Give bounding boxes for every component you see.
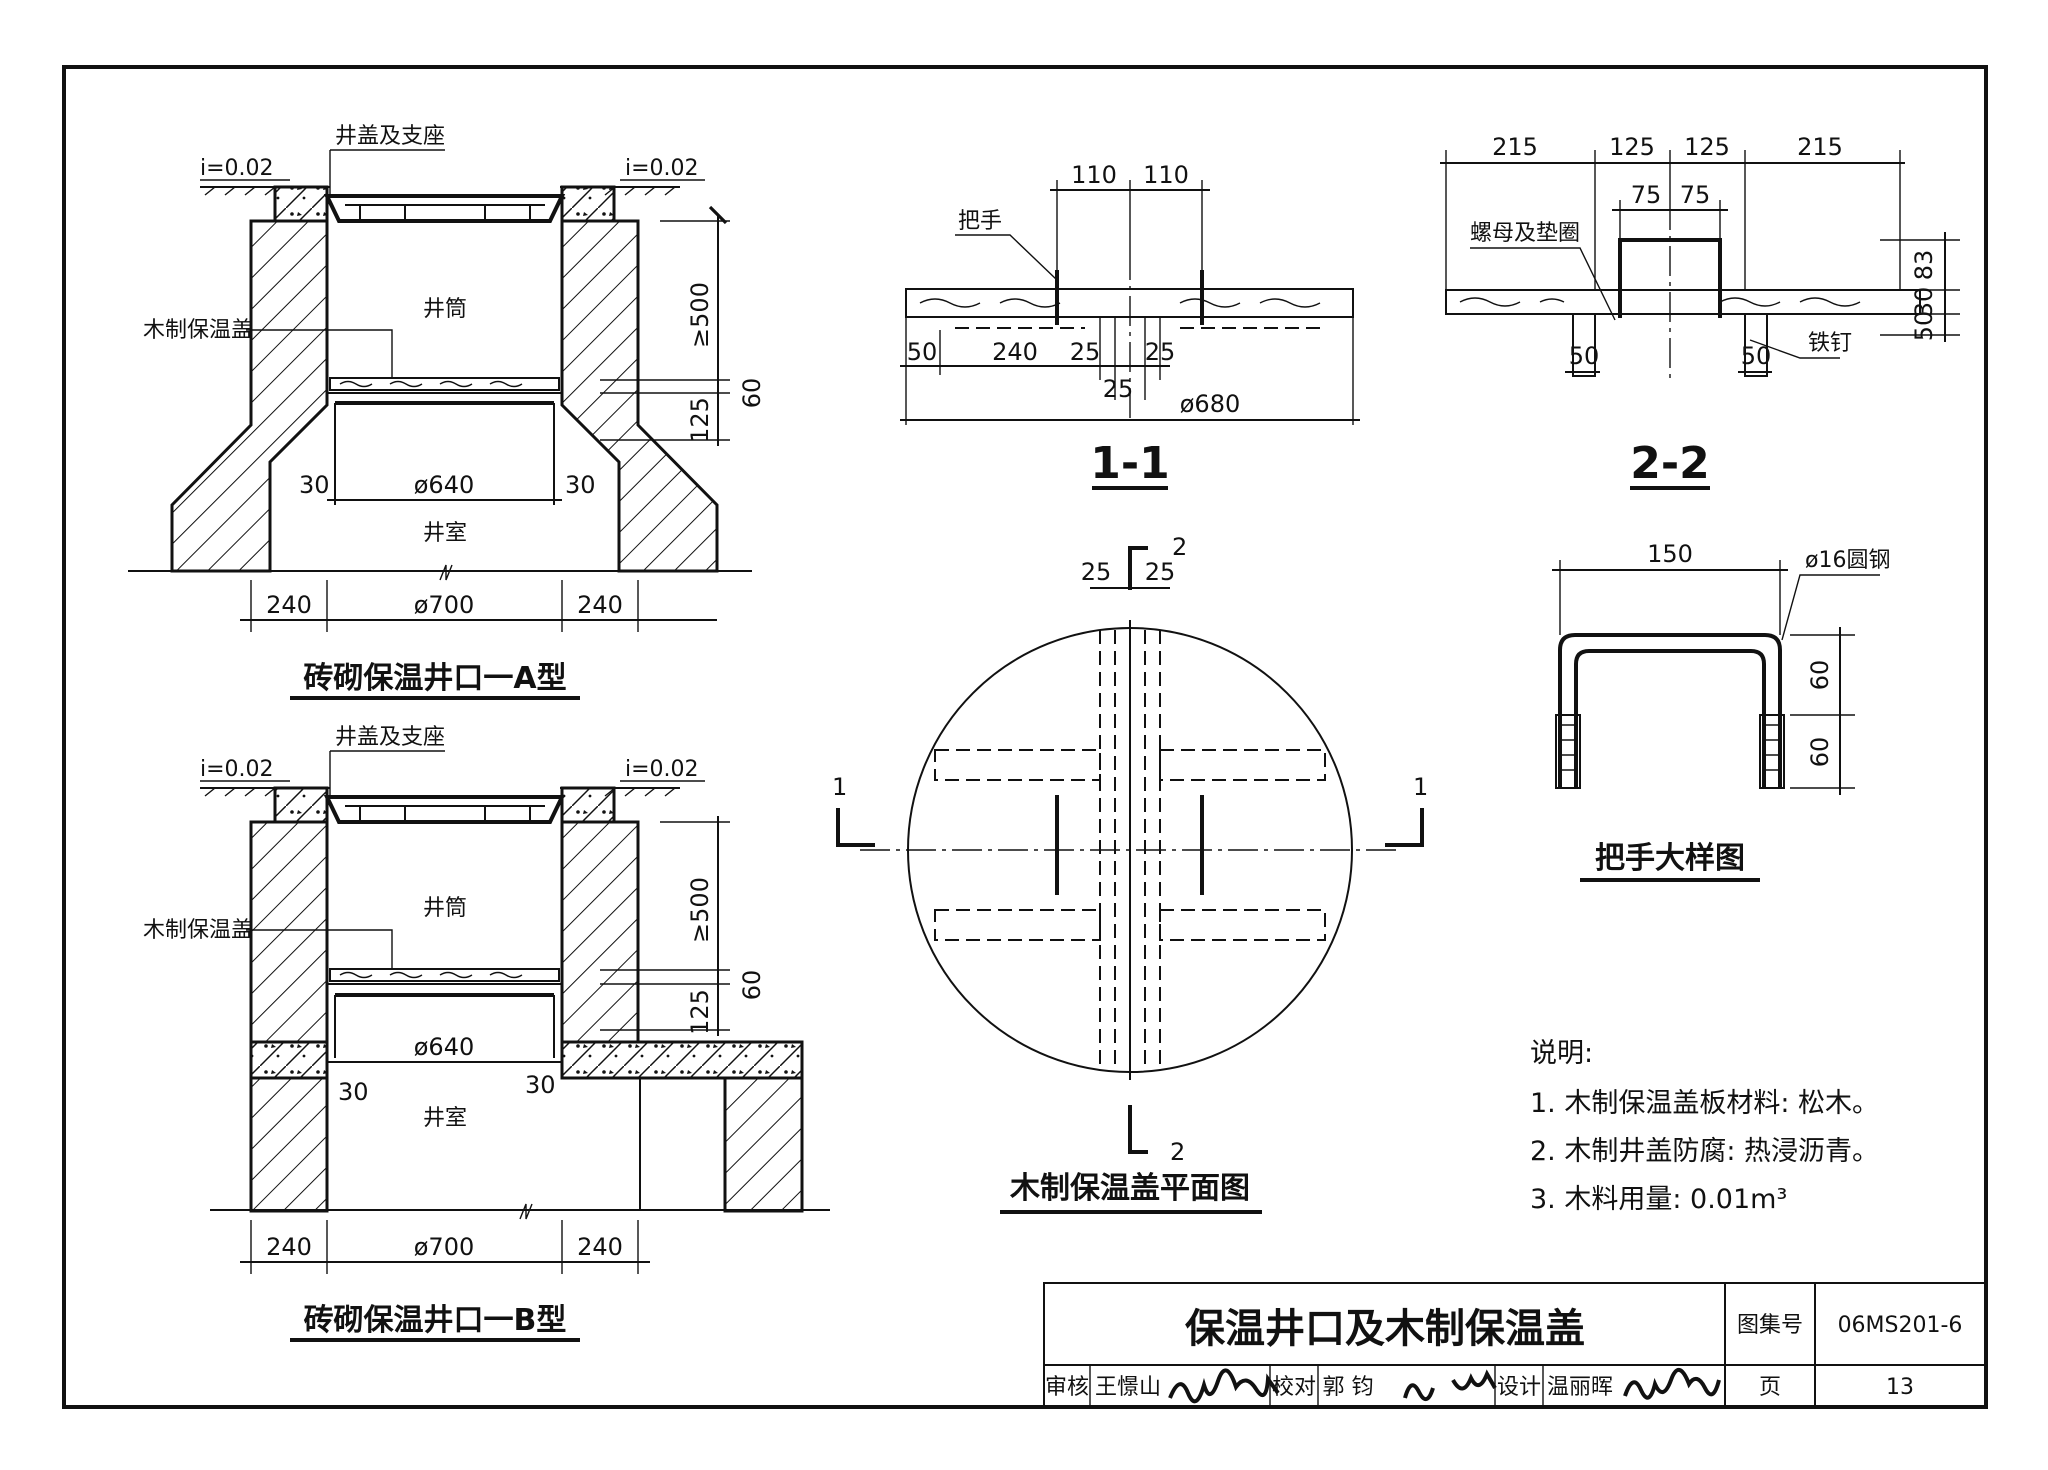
slope-left: i=0.02 — [200, 156, 274, 181]
dim-125-left: 125 — [1609, 133, 1655, 161]
section-2-title: 2-2 — [1630, 438, 1710, 489]
dim-25-a: 25 — [1070, 338, 1101, 366]
insulation-label: 木制保温盖 — [143, 918, 253, 943]
brick-well-type-b: i=0.02 i=0.02 井盖及支座 木制保温盖 井筒 井室 ≥500 60 … — [143, 725, 830, 1342]
dim-110-right: 110 — [1143, 161, 1189, 189]
check-label: 校对 — [1272, 1375, 1316, 1400]
dim-150: 150 — [1647, 540, 1693, 568]
dim-25-right: 25 — [1145, 558, 1176, 586]
dim-240-left: 240 — [266, 591, 312, 619]
drawing-title: 保温井口及木制保温盖 — [1185, 1306, 1585, 1352]
insulation-label: 木制保温盖 — [143, 318, 253, 343]
note-item-3: 3. 木料用量: 0.01m³ — [1530, 1184, 1787, 1215]
dim-30: 30 — [1910, 287, 1938, 318]
dim-30-right: 30 — [525, 1071, 556, 1099]
dim-240-left: 240 — [266, 1233, 312, 1261]
atlas-label: 图集号 — [1737, 1313, 1803, 1338]
dim-30-left: 30 — [299, 471, 330, 499]
chamber-label: 井室 — [423, 1106, 467, 1131]
dim-25-c: 25 — [1145, 338, 1176, 366]
title-block: 保温井口及木制保温盖 图集号 06MS201-6 审核 王憬山 校对 郭 钧 设… — [1043, 1282, 1987, 1408]
dim-50-right: 50 — [1741, 342, 1772, 370]
section-1-title: 1-1 — [1090, 438, 1170, 489]
slope-right: i=0.02 — [625, 156, 699, 181]
cover-label: 井盖及支座 — [335, 124, 445, 149]
notes-heading: 说明: — [1530, 1038, 1593, 1069]
dim-60-top: 60 — [1806, 660, 1834, 691]
shaft-label: 井筒 — [423, 896, 467, 921]
dim-125: 125 — [686, 989, 714, 1035]
dim-240-right: 240 — [577, 591, 623, 619]
handle-detail: 150 ø16圆钢 60 60 把手大样图 — [1552, 540, 1890, 882]
dim-50: 50 — [907, 338, 938, 366]
signature-check — [1403, 1369, 1497, 1401]
dim-83: 83 — [1910, 250, 1938, 281]
note-item-2: 2. 木制井盖防腐: 热浸沥青。 — [1530, 1136, 1879, 1167]
dim-125: 125 — [686, 397, 714, 443]
dim-500: ≥500 — [686, 282, 714, 348]
dim-50-left: 50 — [1569, 342, 1600, 370]
chamber-label: 井室 — [423, 521, 467, 546]
notes: 说明: 1. 木制保温盖板材料: 松木。 2. 木制井盖防腐: 热浸沥青。 3.… — [1530, 1038, 1879, 1215]
designer: 温丽晖 — [1547, 1375, 1613, 1400]
dim-60-bottom: 60 — [1806, 737, 1834, 768]
page-no: 13 — [1886, 1375, 1914, 1400]
shaft-label: 井筒 — [423, 297, 467, 322]
dim-215-right: 215 — [1797, 133, 1843, 161]
dim-125-right: 125 — [1684, 133, 1730, 161]
handle-label: 把手 — [958, 209, 1002, 234]
cut-1-right: 1 — [1413, 773, 1428, 801]
atlas-no: 06MS201-6 — [1838, 1313, 1963, 1338]
dim-25-b: 25 — [1103, 375, 1134, 403]
checker: 郭 钧 — [1323, 1375, 1374, 1400]
dim-75-right: 75 — [1680, 181, 1711, 209]
cut-1-left: 1 — [832, 773, 847, 801]
nut-label: 螺母及垫圈 — [1470, 221, 1580, 246]
sheet-border — [62, 65, 1988, 1409]
section-1-1: 110 110 把手 50 240 25 25 25 ø680 1-1 — [900, 161, 1360, 490]
cover-label: 井盖及支座 — [335, 725, 445, 750]
design-label: 设计 — [1497, 1375, 1541, 1400]
review-label: 审核 — [1045, 1375, 1089, 1400]
dim-25-left: 25 — [1081, 558, 1112, 586]
dim-240: 240 — [992, 338, 1038, 366]
slope-right: i=0.02 — [625, 757, 699, 782]
signature-design — [1623, 1368, 1721, 1400]
signature-review — [1168, 1368, 1280, 1404]
dim-50-v: 50 — [1910, 311, 1938, 342]
dim-30-left: 30 — [338, 1078, 369, 1106]
dim-500: ≥500 — [686, 877, 714, 943]
drawing-b-title: 砖砌保温井口一B型 — [304, 1303, 567, 1338]
plan-title: 木制保温盖平面图 — [1009, 1171, 1250, 1206]
dim-640: ø640 — [414, 1033, 475, 1061]
dim-75-left: 75 — [1631, 181, 1662, 209]
dim-60: 60 — [738, 378, 766, 409]
dim-680: ø680 — [1180, 390, 1241, 418]
handle-title: 把手大样图 — [1595, 841, 1745, 876]
dim-30-right: 30 — [565, 471, 596, 499]
dim-240-right: 240 — [577, 1233, 623, 1261]
section-2-2: 215 125 125 215 75 75 螺母及垫圈 铁钉 50 50 83 … — [1440, 133, 1960, 490]
page-label: 页 — [1759, 1375, 1781, 1400]
cut-2-top: 2 — [1172, 533, 1187, 561]
dim-640: ø640 — [414, 471, 475, 499]
slope-left: i=0.02 — [200, 757, 274, 782]
nail-label: 铁钉 — [1808, 331, 1852, 356]
cover-plan-view: 1 1 2 2 25 25 木制保温盖平面图 — [832, 533, 1428, 1214]
cut-2-bottom: 2 — [1170, 1138, 1185, 1166]
dim-60: 60 — [738, 970, 766, 1001]
bar-label: ø16圆钢 — [1805, 548, 1890, 573]
reviewer: 王憬山 — [1095, 1375, 1161, 1400]
drawing-a-title: 砖砌保温井口一A型 — [303, 661, 566, 696]
dim-110-left: 110 — [1071, 161, 1117, 189]
brick-well-type-a: i=0.02 i=0.02 井盖及支座 木制保温盖 井筒 井室 ≥500 60 … — [128, 124, 766, 700]
dim-700: ø700 — [414, 591, 475, 619]
dim-215-left: 215 — [1492, 133, 1538, 161]
note-item-1: 1. 木制保温盖板材料: 松木。 — [1530, 1088, 1879, 1119]
dim-700: ø700 — [414, 1233, 475, 1261]
